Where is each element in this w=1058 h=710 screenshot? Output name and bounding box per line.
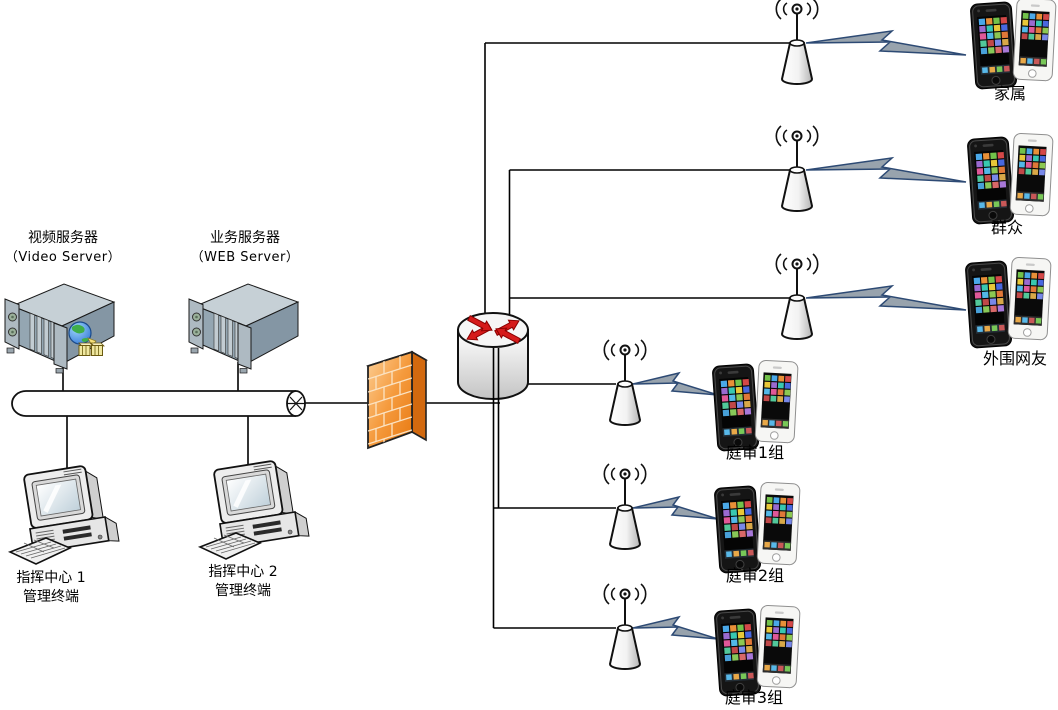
video-server-label: 视频服务器 （Video Server） bbox=[0, 229, 138, 267]
firewall-icon bbox=[366, 350, 428, 450]
web-server-label-cn: 业务服务器 bbox=[210, 230, 280, 246]
terminal-1-label: 指挥中心 1 管理终端 bbox=[0, 569, 116, 607]
court-group-1-label: 庭审1组 bbox=[725, 443, 785, 462]
video-server-label-cn: 视频服务器 bbox=[28, 230, 98, 246]
web-server-label: 业务服务器 （WEB Server） bbox=[170, 229, 320, 267]
web-server-label-en: （WEB Server） bbox=[190, 250, 300, 265]
family-group-label: 家属 bbox=[993, 84, 1026, 103]
smartphone-pair-icon bbox=[711, 359, 799, 452]
terminal-1-label-line1: 指挥中心 1 bbox=[16, 570, 86, 586]
rack-server-icon bbox=[188, 283, 299, 374]
smartphone-pair-icon bbox=[969, 0, 1057, 90]
terminal-2-label: 指挥中心 2 管理终端 bbox=[178, 563, 308, 601]
smartphone-pair-icon bbox=[964, 256, 1052, 349]
terminal-2-label-line2: 管理终端 bbox=[215, 583, 271, 599]
smartphone-pair-icon bbox=[966, 132, 1054, 225]
video-server-label-en: （Video Server） bbox=[4, 250, 122, 265]
outer-netizens-group-label: 外围网友 bbox=[982, 349, 1047, 368]
terminal-1-label-line2: 管理终端 bbox=[23, 589, 79, 605]
public-group-label: 群众 bbox=[990, 218, 1023, 237]
wireless-link-icon bbox=[805, 285, 967, 311]
smartphone-pair-icon bbox=[713, 604, 801, 697]
wireless-link-icon bbox=[632, 616, 719, 640]
connection-lines bbox=[62, 42, 802, 629]
desktop-terminal-icon bbox=[9, 461, 120, 565]
smartphone-pair-icon bbox=[713, 481, 801, 574]
wireless-link-icon bbox=[632, 496, 719, 520]
court-group-2-label: 庭审2组 bbox=[725, 566, 785, 585]
desktop-terminal-icon bbox=[199, 456, 310, 560]
court-group-3-label: 庭审3组 bbox=[724, 688, 784, 707]
rack-server-icon bbox=[4, 283, 115, 374]
wireless-link-icon bbox=[805, 157, 967, 183]
wireless-link-icon bbox=[805, 30, 967, 56]
wireless-link-icon bbox=[632, 372, 719, 396]
ethernet-bus-icon bbox=[11, 390, 306, 417]
video-globe-icon bbox=[68, 321, 105, 356]
terminal-2-label-line1: 指挥中心 2 bbox=[208, 564, 278, 580]
router-trunk-lines bbox=[492, 348, 500, 628]
